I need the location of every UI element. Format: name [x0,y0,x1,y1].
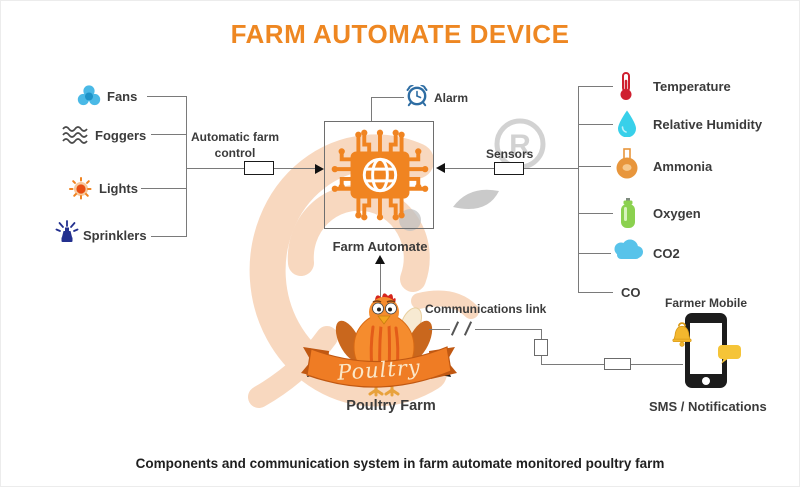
poultry-farm-label: Poultry Farm [346,398,436,414]
bell-icon [672,322,692,347]
alarm-connector-line [371,97,404,98]
connector-line [151,134,187,135]
actuator-label-lights: Lights [99,181,138,196]
farm-automate-chip-frame [324,121,434,229]
thermometer-icon [620,72,632,100]
connector-line [151,236,187,237]
connector-line [147,96,187,97]
connector-line [578,124,613,125]
comms-node-box [534,339,548,356]
arrow-up-icon [375,255,385,264]
sms-notifications-label: SMS / Notifications [649,399,767,414]
connector-line [578,166,611,167]
sensor-link-box [494,162,524,175]
comms-line [541,356,542,365]
flask-icon [616,148,638,179]
comms-line [631,364,683,365]
sensor-label-co: CO [621,285,641,300]
alarm-clock-icon [406,84,428,107]
page-title: FARM AUTOMATE DEVICE [230,19,570,49]
farm-connector-line [380,264,381,301]
actuator-label-sprinklers: Sprinklers [83,228,147,243]
sensors-label: Sensors [486,147,534,161]
light-sun-icon [69,177,93,201]
droplet-icon [618,110,636,137]
comms-line [475,329,541,330]
sensor-label-humidity: Relative Humidity [653,117,763,132]
sprinkler-icon [55,220,79,242]
sensor-label-oxygen: Oxygen [653,206,701,221]
arrow-right-icon [315,164,324,174]
connector-line [578,86,613,87]
svg-text:R: R [509,129,531,162]
arrow-left-icon [436,163,445,173]
svg-text:Poultry: Poultry [335,355,421,385]
sensor-label-co2: CO2 [653,246,680,261]
diagram-caption: Components and communication system in f… [135,456,665,471]
microchip-globe-icon [331,129,429,221]
communications-link-label: Communications link [425,302,547,316]
automatic-farm-control-label: Automatic farm control [190,130,279,160]
connector-line [578,213,613,214]
message-bubble-icon [718,345,741,364]
oxygen-tank-icon [621,198,635,228]
actuator-label-fans: Fans [107,89,138,104]
sensor-label-temperature: Temperature [653,79,731,94]
connector-line [578,253,611,254]
alarm-label: Alarm [434,91,469,105]
farmer-mobile-label: Farmer Mobile [664,296,748,310]
sensor-label-ammonia: Ammonia [653,159,713,174]
farm-automate-label: Farm Automate [332,239,428,254]
comms-line [541,329,542,339]
smartphone-icon [685,313,727,388]
connector-line [141,188,187,189]
control-link-box [244,161,274,175]
comms-line [429,329,450,330]
chicken-mascot: Poultry [301,293,457,397]
fogger-waves-icon [62,126,88,144]
comms-line [541,364,604,365]
actuator-bracket-line [186,96,187,237]
actuator-label-foggers: Foggers [95,128,147,143]
connector-line [578,292,613,293]
fan-icon [77,85,101,106]
sensor-bracket-line [578,86,579,292]
comms-node-box [604,358,631,370]
alarm-connector-line [371,97,372,121]
cloud-icon [614,239,643,259]
